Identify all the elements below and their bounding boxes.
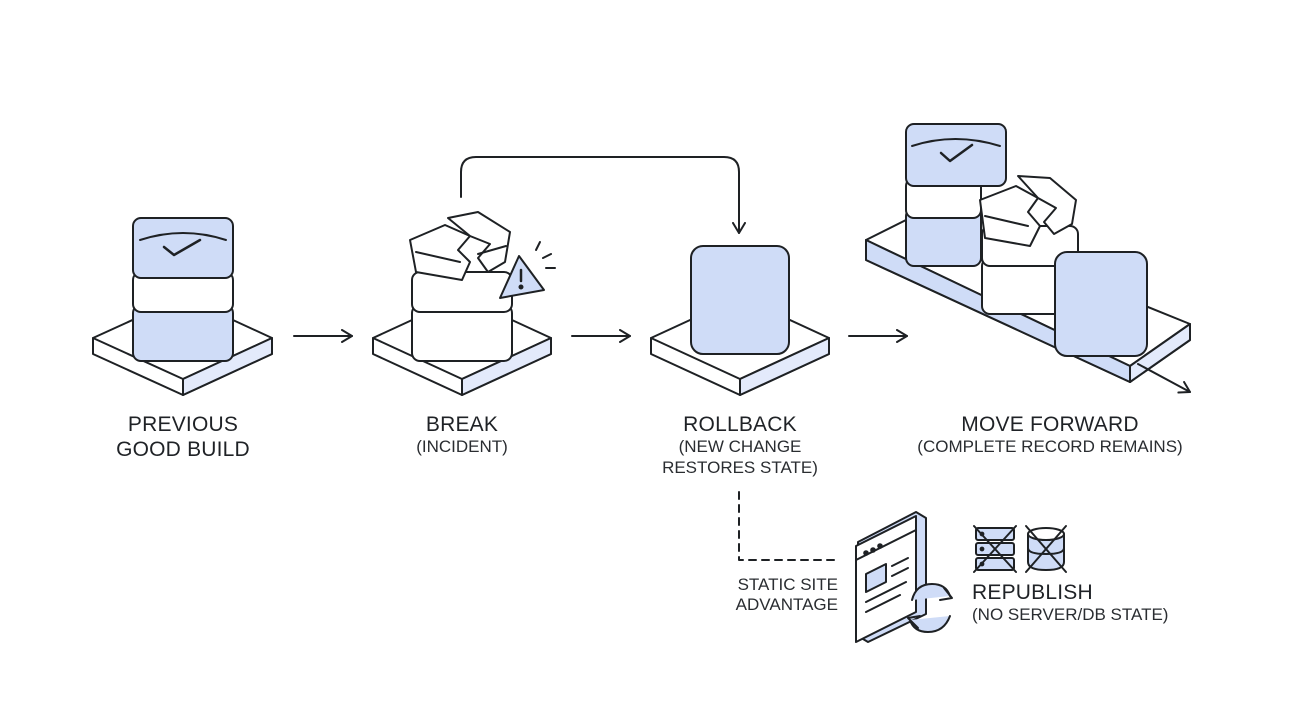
step-1-title: PREVIOUS GOOD BUILD: [93, 412, 273, 462]
rollback-loop-arrow: [460, 156, 746, 234]
cracked-stack-icon: [372, 211, 556, 396]
static-site-note-line-1: STATIC SITE: [737, 575, 838, 594]
history-platform-icon: [865, 123, 1191, 394]
static-site-note-line-2: ADVANTAGE: [735, 595, 838, 615]
restored-cube-icon: [650, 245, 830, 396]
no-database-icon: [1025, 525, 1067, 573]
republish-subtitle: (NO SERVER/DB STATE): [972, 605, 1169, 625]
step-2-title: BREAK: [425, 413, 499, 436]
no-server-icon: [973, 525, 1017, 573]
step-1-title-line-2: GOOD BUILD: [116, 438, 250, 462]
step-3-subtitle-line-1: (NEW CHANGE: [678, 437, 802, 457]
browser-sync-icon: [855, 511, 953, 643]
static-note-connector: [738, 491, 841, 561]
step-1-title-line-1: PREVIOUS: [127, 413, 239, 436]
static-site-note: STATIC SITE ADVANTAGE: [700, 575, 838, 616]
step-2-label: BREAK (INCIDENT): [372, 412, 552, 458]
step-4-title: MOVE FORWARD: [961, 413, 1139, 436]
step-4-subtitle: (COMPLETE RECORD REMAINS): [917, 437, 1183, 457]
stack-check-icon: [92, 217, 273, 396]
republish-title: REPUBLISH: [972, 581, 1093, 604]
step-3-subtitle-line-2: RESTORES STATE): [662, 457, 818, 477]
step-3-label: ROLLBACK (NEW CHANGE RESTORES STATE): [630, 412, 850, 478]
republish-label: REPUBLISH (NO SERVER/DB STATE): [972, 580, 1232, 626]
step-4-label: MOVE FORWARD (COMPLETE RECORD REMAINS): [900, 412, 1200, 458]
step-3-title: ROLLBACK: [683, 413, 797, 436]
step-2-subtitle: (INCIDENT): [416, 437, 508, 457]
